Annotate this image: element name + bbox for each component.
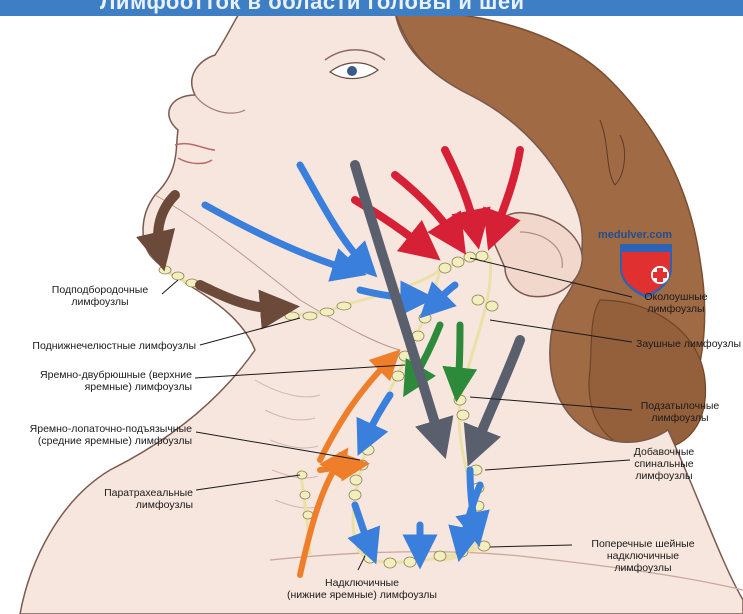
label-retroauricular: Заушные лимфоузлы: [636, 338, 743, 350]
label-juguloomohyoid: Яремно-лопаточно-подъязычные (средние яр…: [0, 423, 192, 447]
label-transverse: Поперечные шейные надключичные лимфоузлы: [578, 538, 708, 574]
label-supraclavicular: Надключичные (нижние яремные) лимфоузлы: [262, 577, 462, 601]
label-accessory: Добавочные спинальные лимфоузлы: [620, 446, 708, 482]
label-paratracheal: Паратрахеальные лимфоузлы: [0, 487, 193, 511]
brand-site-label: medulver.com: [598, 229, 672, 241]
label-submandibular: Поднижнечелюстные лимфоузлы: [0, 340, 196, 352]
title-banner: Лимфоотток в области головы и шеи: [0, 0, 743, 16]
label-submental: Подподбородочные лимфоузлы: [20, 284, 180, 308]
page-title: Лимфоотток в области головы и шеи: [100, 0, 525, 15]
label-jugulodigastric: Яремно-двубрюшные (верхние яремные) лимф…: [0, 369, 192, 393]
label-parotid: Околоушные лимфоузлы: [630, 291, 722, 315]
label-suboccipital: Подзатылочные лимфоузлы: [626, 400, 734, 424]
